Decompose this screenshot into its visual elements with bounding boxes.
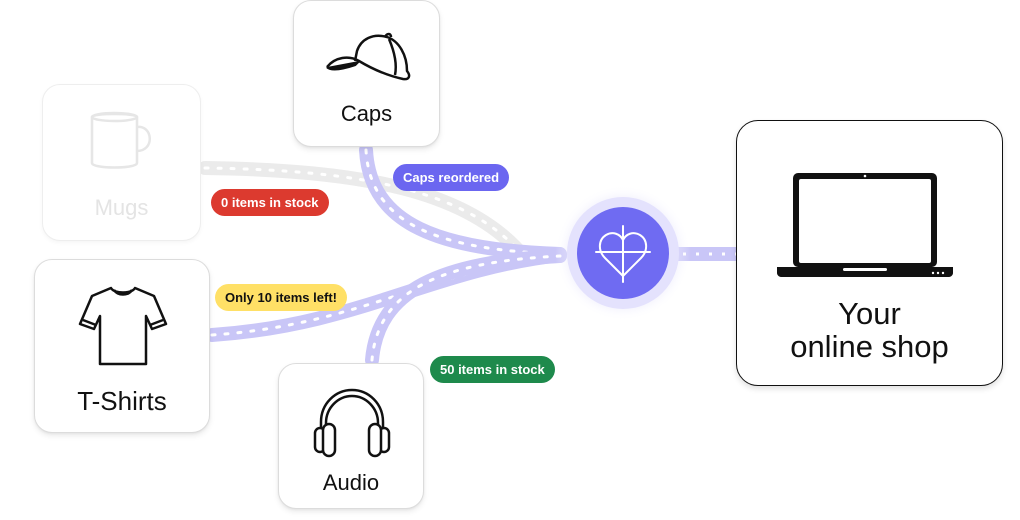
flow-audio	[365, 249, 567, 367]
flow-caps	[359, 143, 567, 261]
shop-label-line1: Your	[838, 296, 901, 331]
product-card-caps[interactable]: Caps	[293, 0, 440, 147]
headphones-icon	[313, 388, 391, 458]
status-badge-mugs: 0 items in stock	[211, 189, 329, 216]
shop-label: Your online shop	[737, 297, 1002, 363]
card-label-audio: Audio	[322, 470, 380, 495]
laptop-icon	[777, 173, 953, 277]
status-badge-tshirts: Only 10 items left!	[215, 284, 347, 311]
product-card-tshirts[interactable]: T-Shirts	[34, 259, 210, 433]
mug-icon	[90, 111, 151, 169]
card-label-tshirts: T-Shirts	[77, 386, 167, 416]
online-shop-card[interactable]: Your online shop	[736, 120, 1003, 386]
heart-crosshair-icon	[595, 225, 651, 283]
status-badge-caps: Caps reordered	[393, 164, 510, 191]
tshirt-icon	[78, 286, 168, 366]
product-card-audio[interactable]: Audio	[278, 363, 424, 509]
cap-icon	[326, 32, 411, 81]
card-label-mugs: Mugs	[94, 195, 149, 220]
shop-label-line2: online shop	[790, 329, 949, 364]
status-badge-audio: 50 items in stock	[430, 356, 555, 383]
product-card-mugs[interactable]: Mugs	[42, 84, 201, 241]
hub-node	[555, 185, 691, 321]
card-label-caps: Caps	[340, 101, 393, 126]
